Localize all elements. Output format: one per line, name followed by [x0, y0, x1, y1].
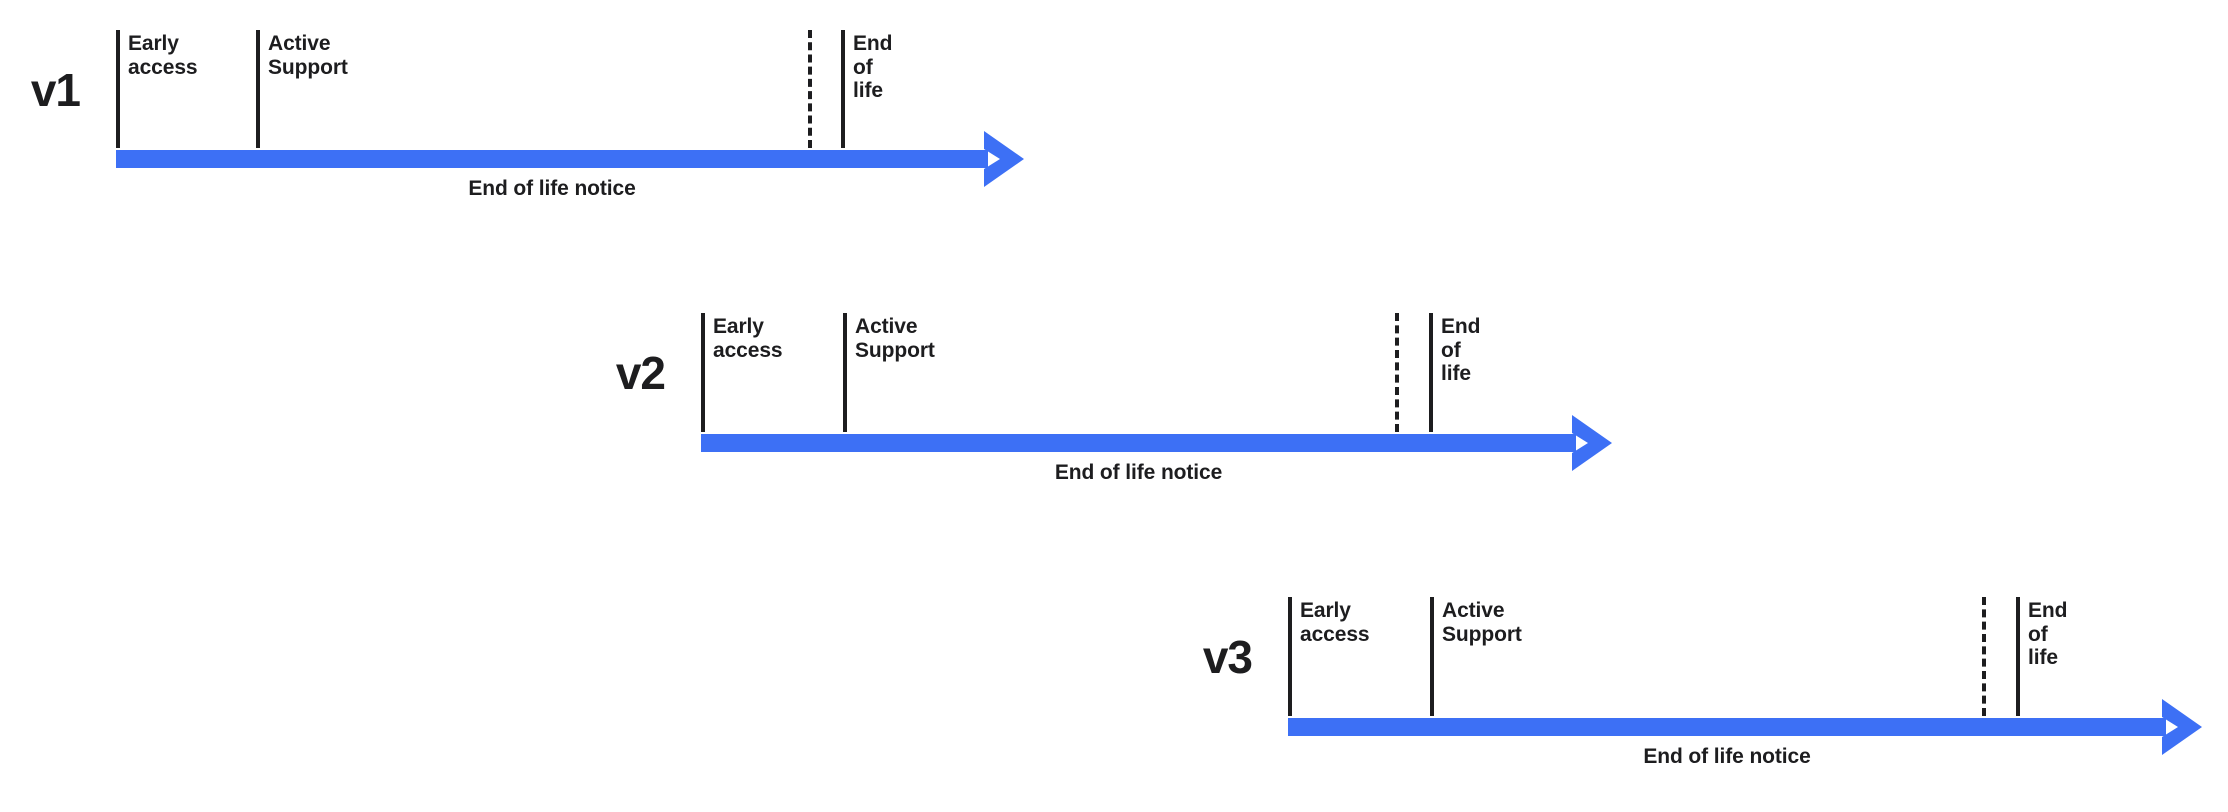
version-label-v1: v1	[30, 64, 81, 116]
phase-label-v3-1: Early access	[1300, 599, 1370, 646]
end-of-life-notice-label-v1: End of life notice	[468, 177, 636, 200]
phase-divider-v3-1	[1288, 597, 1292, 716]
version-label-v3: v3	[1202, 631, 1253, 683]
phase-label-v1-1: Early access	[128, 32, 198, 79]
timeline-arrowhead-v2	[1568, 413, 1614, 473]
end-of-life-notice-label-v2: End of life notice	[1054, 461, 1223, 484]
phase-divider-v2-3	[1429, 313, 1433, 432]
phase-label-v3-3: End of life	[2028, 599, 2068, 670]
timeline-arrowhead-v3	[2158, 697, 2204, 757]
timeline-bar-v1	[116, 150, 988, 168]
timeline-bar-v3	[1288, 718, 2166, 736]
phase-label-v2-1: Early access	[713, 315, 783, 362]
phase-divider-v1-3	[841, 30, 845, 148]
phase-label-v1-3: End of life	[853, 32, 893, 103]
phase-divider-v3-3	[2016, 597, 2020, 716]
end-of-life-notice-marker-v3	[1982, 597, 1986, 716]
phase-label-v1-2: Active Support	[268, 32, 348, 79]
phase-divider-v2-2	[843, 313, 847, 432]
end-of-life-notice-marker-v1	[808, 30, 812, 148]
phase-label-v2-3: End of life	[1441, 315, 1481, 386]
phase-divider-v2-1	[701, 313, 705, 432]
end-of-life-notice-marker-v2	[1395, 313, 1399, 432]
phase-divider-v3-2	[1430, 597, 1434, 716]
phase-divider-v1-1	[116, 30, 120, 148]
version-label-v2: v2	[615, 347, 666, 399]
phase-label-v3-2: Active Support	[1442, 599, 1522, 646]
timeline-bar-v2	[701, 434, 1576, 452]
end-of-life-notice-label-v3: End of life notice	[1643, 745, 1811, 768]
phase-label-v2-2: Active Support	[855, 315, 935, 362]
phase-divider-v1-2	[256, 30, 260, 148]
timeline-arrowhead-v1	[980, 129, 1026, 189]
